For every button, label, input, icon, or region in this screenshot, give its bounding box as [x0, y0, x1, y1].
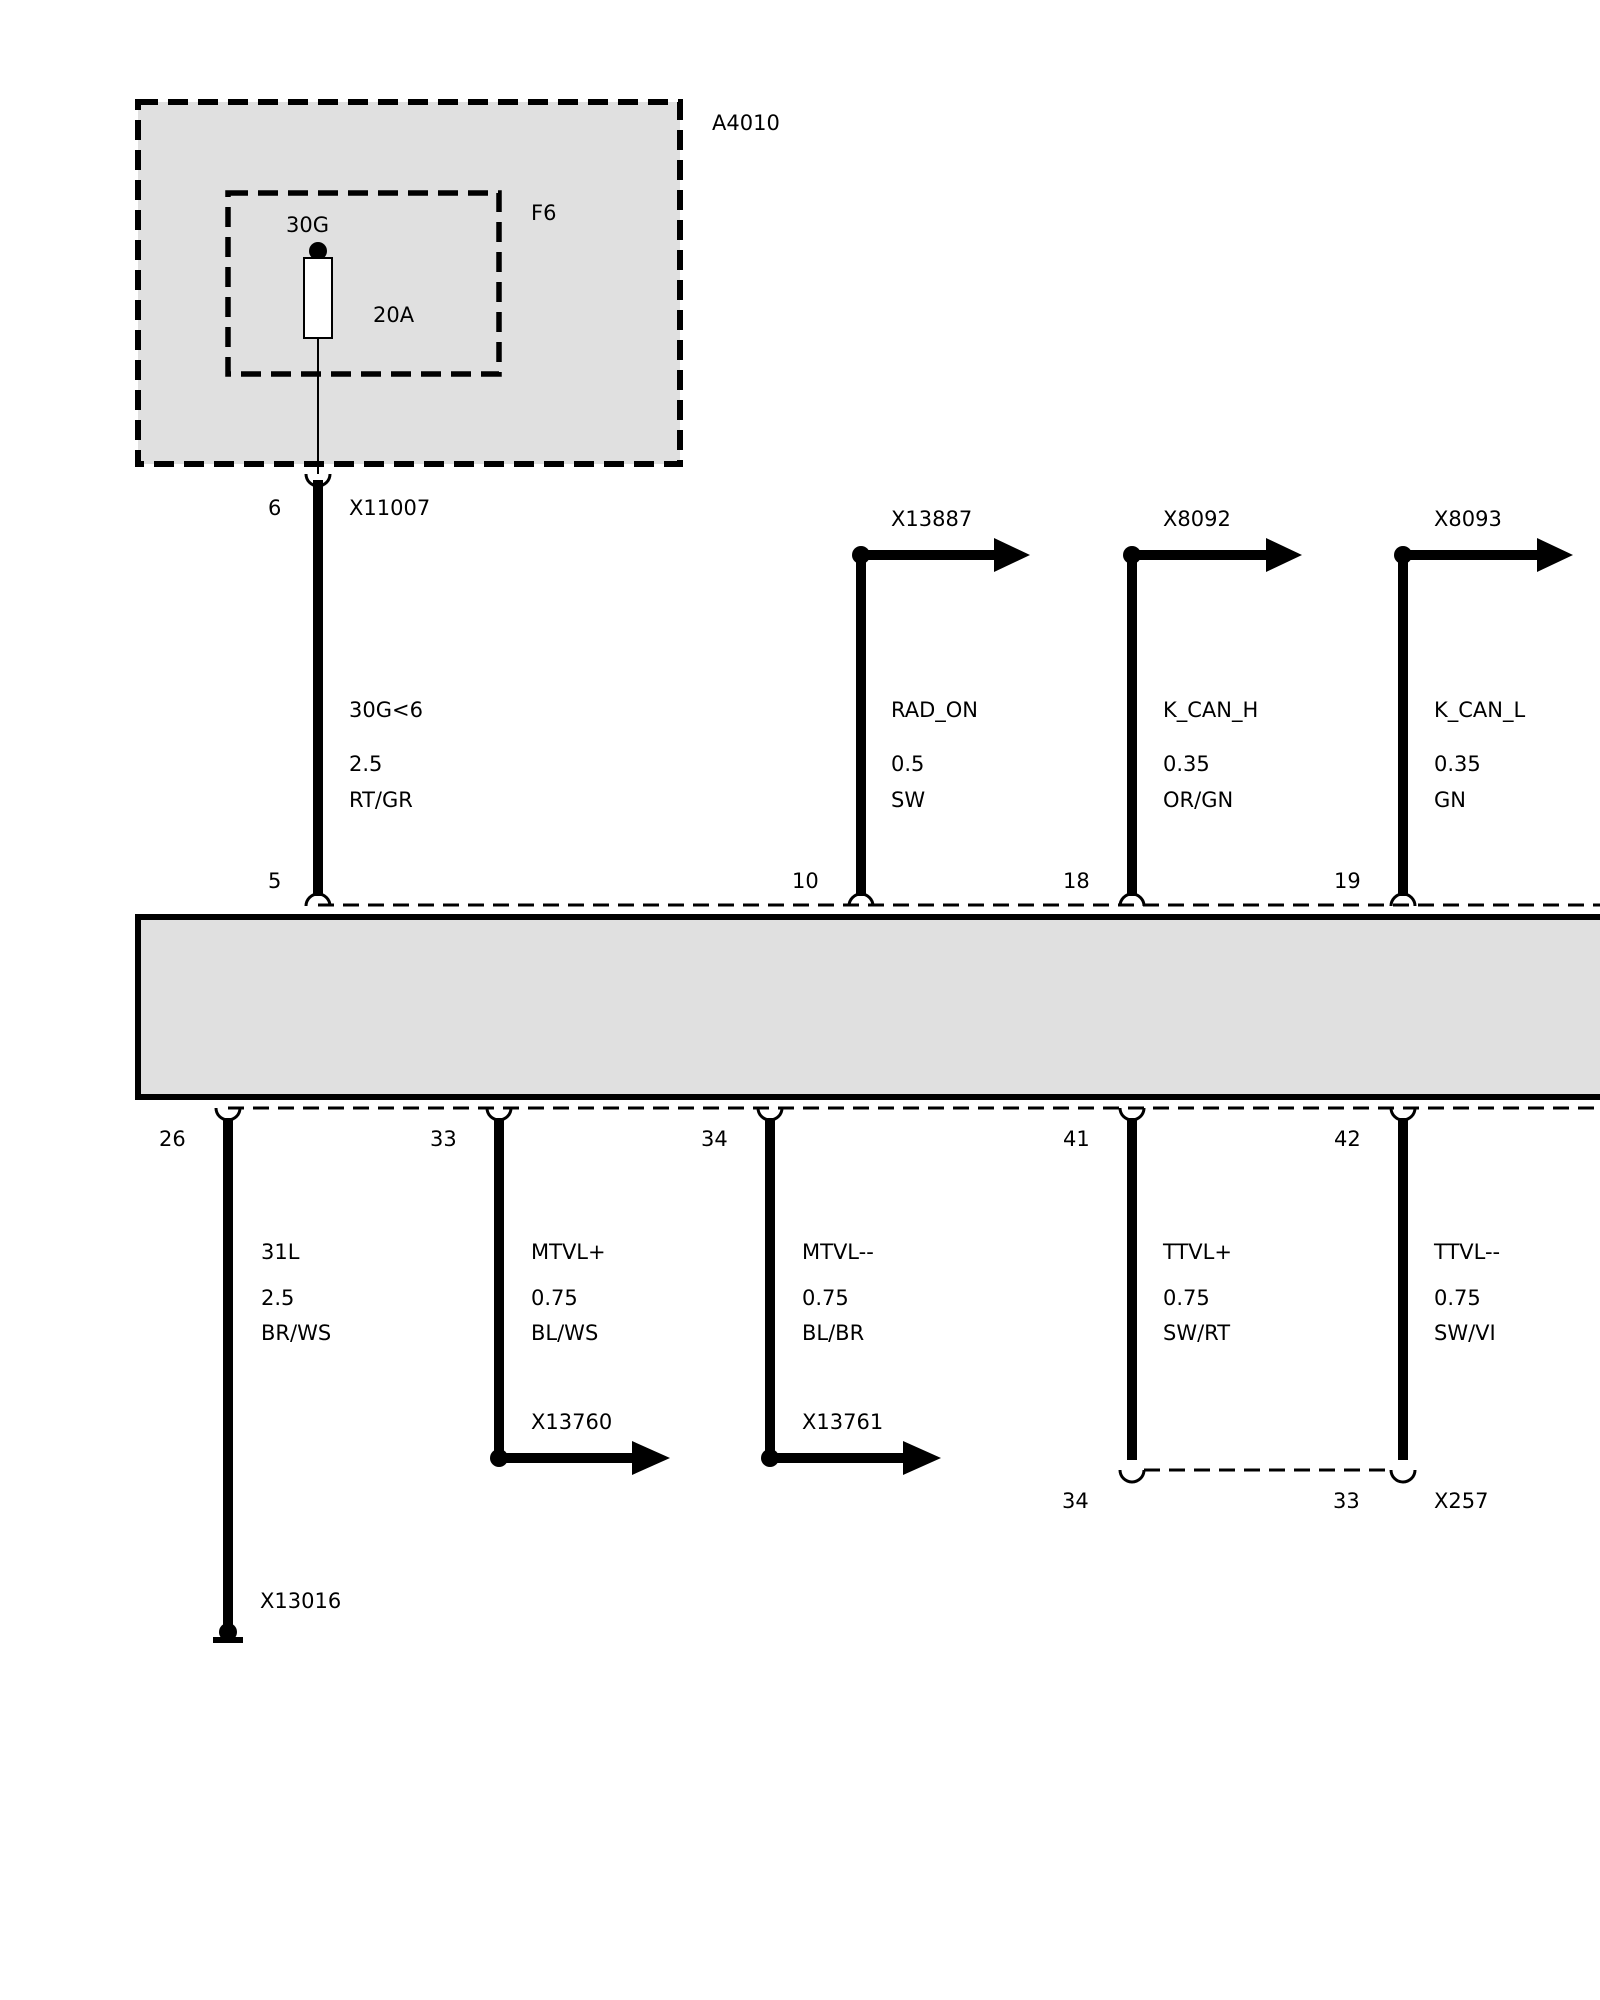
- pin-5-cup: [304, 892, 332, 907]
- wire-signal-label: TTVL+: [1162, 1240, 1232, 1264]
- pin-number-label: 41: [1063, 1127, 1090, 1151]
- module-a4010-box: [135, 99, 683, 467]
- wire-color-label: BL/WS: [531, 1321, 598, 1345]
- x13760-arrow-icon: [632, 1441, 670, 1475]
- x8093-arrow-icon: [1537, 538, 1573, 572]
- fuse-terminal-dot: [309, 242, 327, 260]
- control-unit-box: [135, 914, 1600, 1100]
- wire-signal-label: RAD_ON: [891, 698, 978, 723]
- x8092-arrow-icon: [1266, 538, 1302, 572]
- pin-number-label: 34: [701, 1127, 728, 1151]
- connector-top-pin-label: 6: [268, 496, 281, 520]
- x257-pin-left-label: 34: [1062, 1489, 1089, 1513]
- fuse-id-label: F6: [531, 201, 556, 225]
- wire-gauge-label: 2.5: [349, 752, 382, 776]
- wire-color-label: GN: [1434, 788, 1466, 812]
- wire-gauge-label: 0.35: [1163, 752, 1210, 776]
- x13761-arrow-icon: [903, 1441, 941, 1475]
- pin-number-label: 18: [1063, 869, 1090, 893]
- connector-top-id-label: X11007: [349, 496, 430, 520]
- wire-gauge-label: 2.5: [261, 1286, 294, 1310]
- connector-id-label: X13016: [260, 1589, 341, 1613]
- connector-id-label: X13887: [891, 507, 972, 531]
- wire-gauge-label: 0.75: [802, 1286, 849, 1310]
- wire-color-label: SW/VI: [1434, 1321, 1496, 1345]
- wire-gauge-label: 0.5: [891, 752, 924, 776]
- pin-number-label: 19: [1334, 869, 1361, 893]
- wire-gauge-label: 0.75: [531, 1286, 578, 1310]
- wire-signal-label: 30G<6: [349, 698, 423, 722]
- wire-gauge-label: 0.75: [1434, 1286, 1481, 1310]
- fuse-terminal-label: 30G: [286, 213, 329, 237]
- wire-signal-label: K_CAN_L: [1434, 698, 1526, 723]
- wire-signal-label: TTVL--: [1433, 1240, 1500, 1264]
- x13887-arrow-icon: [994, 538, 1030, 572]
- wire-signal-label: 31L: [261, 1240, 300, 1264]
- wire-color-label: SW/RT: [1163, 1321, 1230, 1345]
- fuse-rating-label: 20A: [373, 303, 415, 327]
- pin-19-cup: [1389, 892, 1417, 907]
- wire-gauge-label: 0.35: [1434, 752, 1481, 776]
- wire-color-label: SW: [891, 788, 925, 812]
- pin-number-label: 26: [159, 1127, 186, 1151]
- pin-10-cup: [847, 892, 875, 907]
- x257-pin-right-label: 33: [1333, 1489, 1360, 1513]
- wire-gauge-label: 0.75: [1163, 1286, 1210, 1310]
- x257-pin-33-cup: [1389, 1469, 1417, 1484]
- wire-signal-label: K_CAN_H: [1163, 698, 1258, 723]
- wire-color-label: BR/WS: [261, 1321, 331, 1345]
- x257-pin-34-cup: [1118, 1469, 1146, 1484]
- wire-color-label: RT/GR: [349, 788, 413, 812]
- wire-color-label: OR/GN: [1163, 788, 1233, 812]
- x257-id-label: X257: [1434, 1489, 1488, 1513]
- connector-id-label: X8093: [1434, 507, 1502, 531]
- fuse-f6-box: [225, 190, 502, 377]
- pin-18-cup: [1118, 892, 1146, 907]
- connector-id-label: X13761: [802, 1410, 883, 1434]
- wire-color-label: BL/BR: [802, 1321, 864, 1345]
- connector-id-label: X13760: [531, 1410, 612, 1434]
- wire-signal-label: MTVL+: [531, 1240, 606, 1264]
- pin-number-label: 42: [1334, 1127, 1361, 1151]
- pin-number-label: 33: [430, 1127, 457, 1151]
- connector-id-label: X8092: [1163, 507, 1231, 531]
- fuse-symbol: [303, 257, 333, 339]
- ground-dot: [219, 1623, 237, 1641]
- wire-signal-label: MTVL--: [802, 1240, 874, 1264]
- pin-number-label: 10: [792, 869, 819, 893]
- module-id-label: A4010: [712, 111, 780, 135]
- pin-number-label: 5: [268, 869, 281, 893]
